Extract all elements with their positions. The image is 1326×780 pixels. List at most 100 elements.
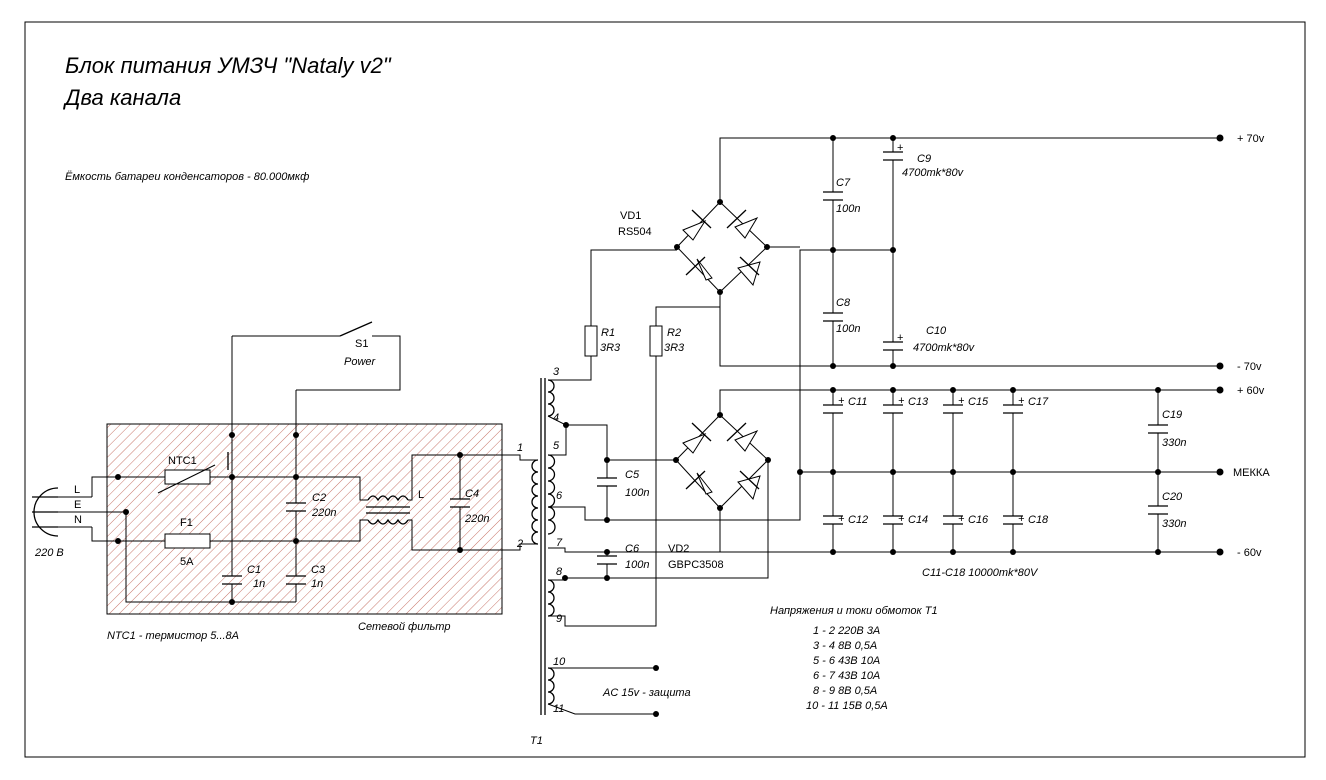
fuse-f1 bbox=[164, 533, 211, 549]
fuse-label: F1 bbox=[180, 517, 193, 529]
c9-label: C9 bbox=[917, 153, 931, 165]
c18-label: C18 bbox=[1028, 514, 1049, 526]
pin-9: 9 bbox=[556, 613, 562, 625]
c4-label: C4 bbox=[465, 488, 479, 500]
title-line-2: Два канала bbox=[62, 85, 181, 110]
drawing-frame bbox=[24, 21, 1306, 758]
title-line-1: Блок питания УМЗЧ "Nataly v2" bbox=[65, 53, 392, 78]
terminal-m60 bbox=[1216, 548, 1224, 556]
c2-label: C2 bbox=[312, 492, 326, 504]
winding-row-5: 8 - 9 8В 0,5А bbox=[813, 685, 877, 697]
winding-row-4: 6 - 7 43В 10А bbox=[813, 670, 880, 682]
transformer-label: T1 bbox=[530, 735, 543, 747]
mains-plug bbox=[32, 487, 126, 537]
r2-value: 3R3 bbox=[664, 342, 685, 354]
rail-p60-label: + 60v bbox=[1237, 385, 1265, 397]
ntc1-label: NTC1 bbox=[168, 455, 197, 467]
filter-title: Сетевой фильтр bbox=[358, 621, 450, 633]
c9-plus: + bbox=[897, 142, 903, 154]
c20-value: 330n bbox=[1162, 518, 1186, 530]
c20-label: C20 bbox=[1162, 491, 1183, 503]
common-mode-choke: L bbox=[366, 489, 424, 525]
winding-row-1: 1 - 2 220В 3А bbox=[813, 625, 880, 637]
c10-label: C10 bbox=[926, 325, 947, 337]
c10-value: 4700mk*80v bbox=[913, 342, 976, 354]
c6-label: C6 bbox=[625, 543, 640, 555]
cap-c2 bbox=[286, 502, 306, 512]
cap-bank bbox=[823, 390, 1168, 552]
c11-label: C11 bbox=[848, 396, 867, 408]
cap-c5 bbox=[597, 477, 617, 487]
pin-10: 10 bbox=[553, 656, 566, 668]
c8-label: C8 bbox=[836, 297, 851, 309]
bridge-vd2 bbox=[675, 389, 833, 509]
r2-label: R2 bbox=[667, 327, 681, 339]
mains-l-label: L bbox=[74, 484, 80, 496]
c6-value: 100n bbox=[625, 559, 649, 571]
c9-value: 4700mk*80v bbox=[902, 167, 965, 179]
ntc1-thermistor bbox=[164, 469, 211, 485]
c16-plus: + bbox=[958, 513, 965, 525]
c17-label: C17 bbox=[1028, 396, 1049, 408]
r1-value: 3R3 bbox=[600, 342, 621, 354]
mains-n-label: N bbox=[74, 514, 82, 526]
pin-8: 8 bbox=[556, 566, 563, 578]
vd1-part: RS504 bbox=[618, 226, 652, 238]
c15-plus: + bbox=[958, 395, 965, 407]
resistor-r1 bbox=[584, 325, 598, 357]
pin-1: 1 bbox=[517, 442, 523, 454]
rail-p70-label: + 70v bbox=[1237, 133, 1265, 145]
winding-row-2: 3 - 4 8В 0,5А bbox=[813, 640, 877, 652]
c19-value: 330n bbox=[1162, 437, 1186, 449]
bridge-vd1 bbox=[676, 137, 833, 367]
c3-value: 1n bbox=[311, 578, 323, 590]
cap-c9 bbox=[883, 151, 903, 161]
c19-label: C19 bbox=[1162, 409, 1182, 421]
terminal-p70 bbox=[1216, 134, 1224, 142]
c14-plus: + bbox=[898, 513, 905, 525]
mains-e-label: E bbox=[74, 499, 81, 511]
fuse-value: 5A bbox=[180, 556, 194, 568]
windings-title: Напряжения и токи обмоток T1 bbox=[770, 605, 938, 617]
c7-label: C7 bbox=[836, 177, 851, 189]
vd1-label: VD1 bbox=[620, 210, 641, 222]
c7-value: 100n bbox=[836, 203, 860, 215]
switch-label: S1 bbox=[355, 338, 368, 350]
c3-label: C3 bbox=[311, 564, 326, 576]
rails-70 bbox=[832, 137, 1220, 367]
pin-7: 7 bbox=[556, 537, 563, 549]
c8-value: 100n bbox=[836, 323, 860, 335]
transformer-t1 bbox=[531, 378, 556, 715]
c10-plus: + bbox=[897, 332, 903, 344]
cap-c3 bbox=[286, 575, 306, 585]
c12-plus: + bbox=[838, 513, 845, 525]
terminal-p60 bbox=[1216, 386, 1224, 394]
terminal-m70 bbox=[1216, 362, 1224, 370]
c17-plus: + bbox=[1018, 395, 1025, 407]
rail-m60-label: - 60v bbox=[1237, 547, 1262, 559]
ntc-note: NTC1 - термистор 5...8A bbox=[107, 630, 239, 642]
c1-value: 1n bbox=[253, 578, 265, 590]
cap-c1 bbox=[222, 575, 242, 585]
winding-row-6: 10 - 11 15В 0,5А bbox=[806, 700, 888, 712]
winding-row-3: 5 - 6 43В 10А bbox=[813, 655, 880, 667]
pin-11: 11 bbox=[553, 703, 564, 715]
cap-c10 bbox=[883, 341, 903, 351]
mains-voltage-label: 220 В bbox=[34, 547, 64, 559]
vd2-label: VD2 bbox=[668, 543, 689, 555]
rail-gnd-label: МЕККА bbox=[1233, 467, 1270, 479]
cap-c4 bbox=[450, 498, 470, 508]
c4-value: 220n bbox=[464, 513, 489, 525]
terminal-gnd bbox=[1216, 468, 1224, 476]
resistor-r2 bbox=[649, 325, 663, 357]
ac-protection-note: AC 15v - защита bbox=[602, 687, 691, 699]
c18-plus: + bbox=[1018, 513, 1025, 525]
secondary-wiring bbox=[547, 249, 833, 715]
r1-label: R1 bbox=[601, 327, 615, 339]
c12-label: C12 bbox=[848, 514, 868, 526]
capacity-note: Ёмкость батареи конденсаторов - 80.000мк… bbox=[65, 171, 309, 183]
cap-c7 bbox=[823, 191, 843, 201]
svg-text:L: L bbox=[418, 489, 424, 501]
pin-4: 4 bbox=[553, 412, 559, 424]
